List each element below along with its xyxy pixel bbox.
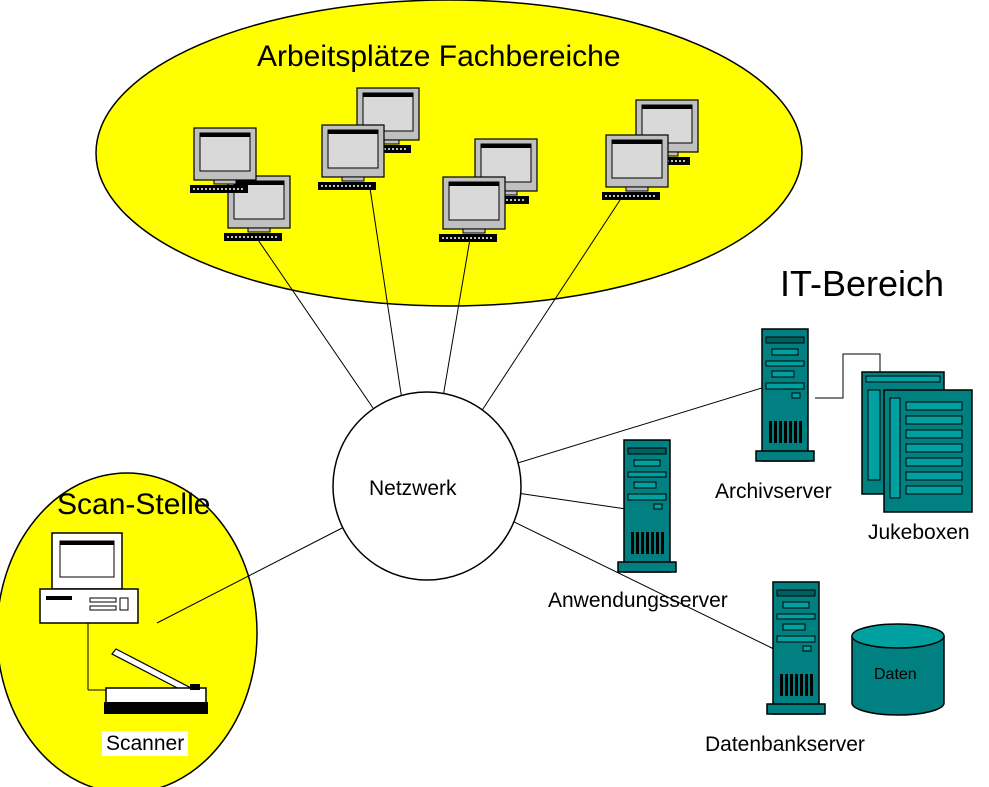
network-label: Netzwerk — [369, 477, 457, 500]
workstation-zone — [95, 0, 803, 307]
it-area-title: IT-Bereich — [780, 263, 945, 304]
application-server-label: Anwendungsserver — [548, 589, 728, 612]
scan-pc-icon — [39, 532, 139, 624]
scanner-icon — [104, 648, 208, 714]
connection-lines — [87, 187, 881, 691]
server-icons — [617, 328, 826, 715]
database-cylinder — [851, 623, 945, 716]
database-server-label: Datenbankserver — [705, 733, 865, 756]
jukebox-icon — [861, 371, 973, 513]
workstations-title: Arbeitsplätze Fachbereiche — [257, 40, 621, 73]
jukeboxes-label: Jukeboxen — [868, 521, 970, 544]
scanner-label: Scanner — [102, 731, 189, 756]
scan-station-title: Scan-Stelle — [57, 488, 211, 521]
archive-server-label: Archivserver — [715, 480, 832, 503]
network-hub — [332, 391, 522, 581]
data-store-label: Daten — [874, 666, 917, 683]
